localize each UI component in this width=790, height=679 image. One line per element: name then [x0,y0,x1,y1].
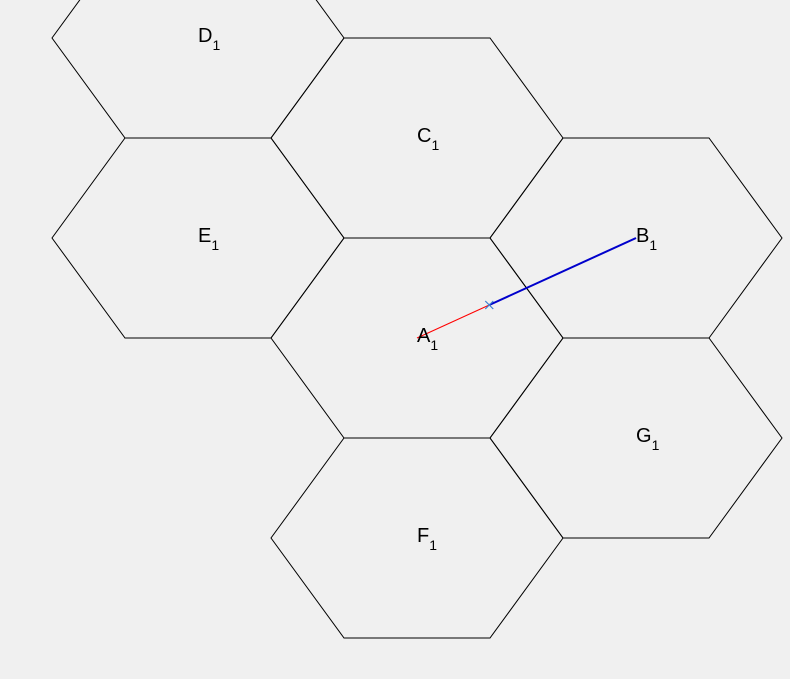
cell-label-c: C1 [417,125,439,153]
cell-label-subscript: 1 [649,237,657,253]
cell-label-letter: A [417,325,431,347]
crossing-marker [484,300,494,310]
cell-label-subscript: 1 [652,437,660,453]
cell-label-f: F1 [417,525,437,553]
cell-label-subscript: 1 [430,337,438,353]
hexagon-cells [51,0,783,639]
cell-label-letter: E [198,225,211,247]
cell-label-letter: D [198,25,212,47]
cell-label-a: A1 [417,325,438,353]
connection-segments [416,237,637,339]
cell-label-subscript: 1 [431,137,439,153]
cell-label-b: B1 [636,225,657,253]
cell-label-subscript: 1 [429,537,437,553]
cell-label-e: E1 [198,225,219,253]
cell-label-letter: B [636,225,649,247]
hexagon-cell-g [489,337,783,539]
segment-a-to-crossing [416,304,490,339]
cell-label-subscript: 1 [211,237,219,253]
cell-label-d: D1 [198,25,220,53]
cell-label-letter: G [636,425,652,447]
cell-label-subscript: 1 [212,37,220,53]
cell-label-letter: F [417,525,429,547]
crossing-marker-stroke-2 [484,300,494,310]
cell-label-g: G1 [636,425,660,453]
hexagon-cell-e [51,137,345,339]
segment-crossing-to-b [488,237,637,306]
cell-label-letter: C [417,125,431,147]
